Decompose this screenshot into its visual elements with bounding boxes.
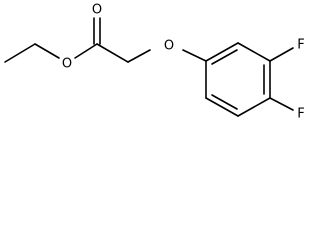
ring-bond-1-inner [211,49,238,65]
ring-bond-1 [205,42,239,62]
molecule-drawing: O O O F F [4,3,305,122]
bond-ring-f-para [269,97,294,111]
bond-o-ether-ring [182,49,207,62]
ring-bond-2 [237,42,271,62]
bond-ch2-o-ether [127,49,151,63]
atom-label-carbonyl-oxygen: O [92,3,102,18]
bond-o-ester-c-carbonyl [74,43,98,59]
ring-bond-4 [237,97,271,117]
bond-ch2-o-ester [34,43,60,59]
atom-label-fluorine-meta: F [297,38,304,53]
atom-label-fluorine-para: F [297,107,304,122]
structure-canvas: O O O F F [4,3,305,122]
atom-label-ether-oxygen: O [164,39,174,54]
bond-ring-f-meta [269,47,294,62]
bond-carbonyl-ch2 [96,43,129,63]
atom-label-ester-oxygen: O [62,57,72,72]
ring-bond-5 [205,97,239,117]
bond-ch3-ch2 [4,43,36,63]
ring-bond-5-inner [211,94,238,110]
